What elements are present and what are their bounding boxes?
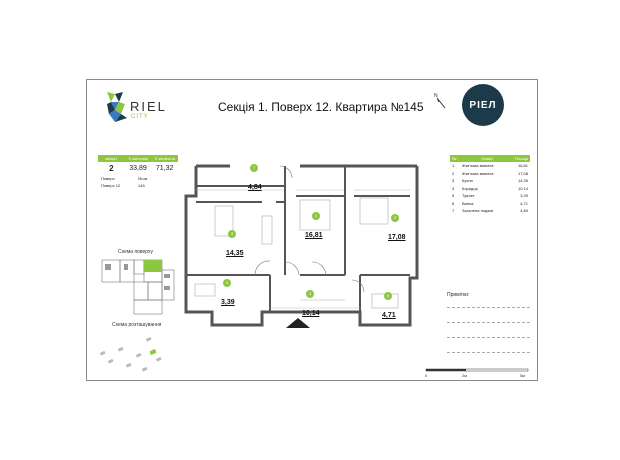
scale-label-0: 0: [425, 373, 428, 378]
room-number-marker: 4: [306, 290, 314, 298]
room-area-label: 4,71: [382, 312, 396, 319]
room-area-label: 4,84: [248, 184, 262, 191]
room-number-marker: 6: [384, 292, 392, 300]
legend-name: Туалет: [462, 193, 475, 199]
summary-rooms: 2: [109, 164, 114, 173]
legend-number: 2: [452, 170, 455, 176]
notes-line: [447, 337, 530, 338]
room-area-label: 17,08: [388, 234, 406, 241]
legend-header-area: Площа: [515, 156, 528, 161]
summary-header-total: S загальна: [154, 156, 175, 161]
scale-label-5m: 5м: [520, 373, 525, 378]
legend-number: 6: [452, 200, 455, 206]
legend-area: 10,14: [517, 185, 528, 191]
legend-row: 4 Коридор 10,14: [450, 185, 530, 193]
legend-row: 7 Засклена лоджія 4,84: [450, 207, 530, 215]
legend-name: Засклена лоджія: [462, 208, 494, 214]
legend-header-number: №: [452, 156, 457, 161]
logo-sub: CITY: [131, 114, 149, 120]
summary-apt-value: 145: [138, 183, 145, 188]
legend-name: Кухня: [462, 178, 473, 184]
room-number-marker: 5: [223, 279, 231, 287]
room-area-label: 14,35: [226, 250, 244, 257]
notes-line: [447, 352, 530, 353]
legend-row: 2 Житлова кімната 17,08: [450, 170, 530, 178]
notes-line: [447, 307, 530, 308]
legend-name: Житлова кімната: [462, 163, 494, 169]
summary-floor-label: Поверх: [101, 176, 115, 181]
page-title: Секція 1. Поверх 12. Квартира №145: [218, 100, 424, 114]
scale-bar: 0 2м 5м: [425, 368, 529, 378]
floor-scheme-diagram: [101, 259, 175, 315]
north-arrow-icon: N: [434, 93, 446, 109]
room-area-label: 10,14: [302, 310, 320, 317]
summary-header-living: S житлова: [128, 156, 148, 161]
legend-area: 17,08: [517, 170, 528, 176]
legend-area: 4,84: [520, 208, 528, 214]
legend-area: 14,35: [517, 178, 528, 184]
legend-number: 4: [452, 185, 455, 191]
legend-area: 16,81: [517, 163, 528, 169]
summary-header-rooms: кімнат: [105, 156, 118, 161]
legend-number: 3: [452, 178, 455, 184]
apartment-summary: кімнат S житлова S загальна 2 33,89 71,3…: [98, 155, 178, 189]
legend-row: 1 Житлова кімната 16,81: [450, 162, 530, 170]
svg-text:N: N: [434, 93, 438, 99]
summary-total-area: 71,32: [155, 165, 174, 172]
legend-number: 5: [452, 193, 455, 199]
legend-name: Ванна: [462, 200, 474, 206]
room-number-marker: 1: [312, 212, 320, 220]
legend-row: 3 Кухня 14,35: [450, 177, 530, 185]
floor-scheme-label: Схема поверху: [118, 249, 154, 255]
room-number-marker: 7: [250, 164, 258, 172]
room-number-marker: 2: [391, 214, 399, 222]
legend-row: 6 Ванна 4,71: [450, 200, 530, 208]
summary-floor-value: Поверх 12: [101, 183, 121, 188]
brand-text: РІЕЛ: [469, 99, 497, 111]
legend-number: 1: [452, 163, 455, 169]
notes-line: [447, 322, 530, 323]
legend-name: Житлова кімната: [462, 170, 494, 176]
legend-name: Коридор: [462, 185, 478, 191]
legend-header-name: Назва: [481, 156, 493, 161]
summary-apt-label: № кв: [138, 176, 148, 181]
site-scheme-label: Схема розташування: [112, 322, 162, 328]
notes-label: Примітки:: [447, 292, 470, 298]
logo-word: RIEL: [130, 99, 167, 114]
room-area-label: 3,39: [221, 299, 235, 306]
site-scheme-diagram: [99, 336, 162, 372]
brand-logo: РІЕЛ: [462, 84, 504, 126]
legend-area: 3,39: [520, 193, 528, 199]
legend-row: 5 Туалет 3,39: [450, 192, 530, 200]
riel-city-logo-icon: [107, 92, 127, 122]
summary-living-area: 33,89: [129, 165, 147, 172]
legend-area: 4,71: [520, 200, 528, 206]
room-number-marker: 3: [228, 230, 236, 238]
room-area-label: 16,81: [305, 232, 323, 239]
scale-label-2m: 2м: [462, 373, 467, 378]
legend-number: 7: [452, 208, 455, 214]
